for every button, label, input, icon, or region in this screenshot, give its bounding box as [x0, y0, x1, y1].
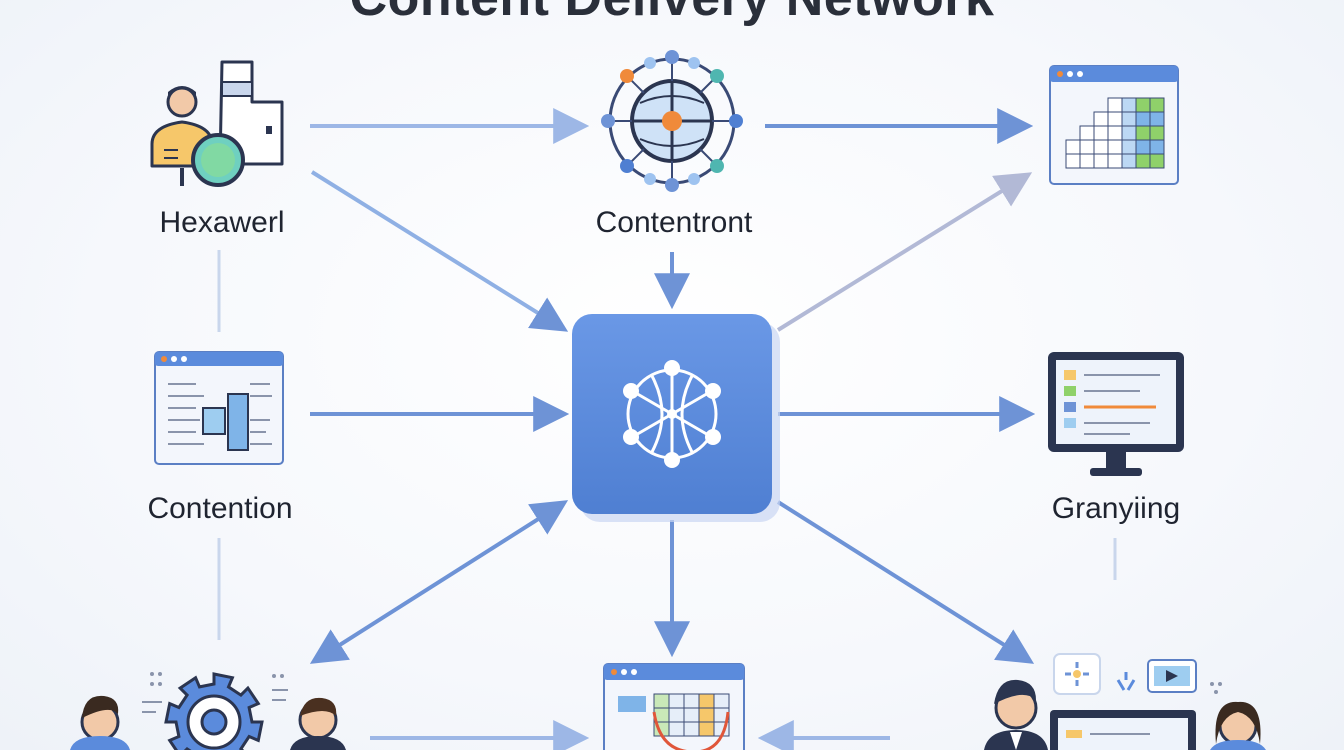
user-search-icon [150, 60, 284, 187]
label-mid-right: Granyiing [1051, 492, 1181, 525]
team-devices-icon [984, 653, 1266, 750]
cell [1121, 125, 1137, 141]
cell [683, 707, 700, 723]
label-top-center: Contentront [595, 206, 753, 239]
cell [1107, 125, 1123, 141]
label-mid-left: Contention [147, 492, 293, 525]
cell [1149, 139, 1165, 155]
cell [668, 693, 685, 709]
cell [1107, 153, 1123, 169]
cell [1079, 153, 1095, 169]
arrow-hub-to-grid [776, 172, 1033, 332]
cell [1135, 139, 1151, 155]
arrow-hub-to-team-devices [776, 500, 1035, 664]
cell [1135, 153, 1151, 169]
cell [1135, 125, 1151, 141]
dashboard-window-icon [603, 663, 745, 750]
cell [1121, 97, 1137, 113]
cell [1107, 111, 1123, 127]
cell [668, 721, 685, 737]
cell [1093, 139, 1109, 155]
cell [668, 707, 685, 723]
cell [1107, 139, 1123, 155]
arrow-hub-team-gear [309, 500, 569, 664]
cell [1149, 97, 1165, 113]
cell [1121, 153, 1137, 169]
connectors [217, 108, 1117, 750]
cell [698, 707, 715, 723]
cell [698, 693, 715, 709]
monitor-icon [1048, 352, 1184, 476]
cell [1149, 125, 1165, 141]
diagram-title: Content Delivery Network [350, 0, 995, 28]
cell [1121, 111, 1137, 127]
cell [698, 721, 715, 737]
cell [1065, 139, 1081, 155]
cell [653, 693, 670, 709]
label-top-left: Hexawerl [159, 206, 285, 239]
cell [1079, 125, 1095, 141]
cell [713, 693, 730, 709]
cell [1121, 139, 1137, 155]
cell [1149, 153, 1165, 169]
cell [1135, 97, 1151, 113]
cell [1093, 125, 1109, 141]
cell [1065, 153, 1081, 169]
globe-network-icon [601, 50, 743, 192]
cell [1093, 111, 1109, 127]
cell [1079, 139, 1095, 155]
arrow-user-to-hub [310, 170, 569, 332]
cell [683, 721, 700, 737]
cell [1135, 111, 1151, 127]
cell [1107, 97, 1123, 113]
code-window-icon [154, 351, 284, 465]
spreadsheet-window-icon [1049, 65, 1179, 185]
cell [683, 693, 700, 709]
network-hub-icon[interactable] [572, 314, 780, 522]
cell [1149, 111, 1165, 127]
team-gear-icon [70, 672, 346, 750]
cell [1093, 153, 1109, 169]
